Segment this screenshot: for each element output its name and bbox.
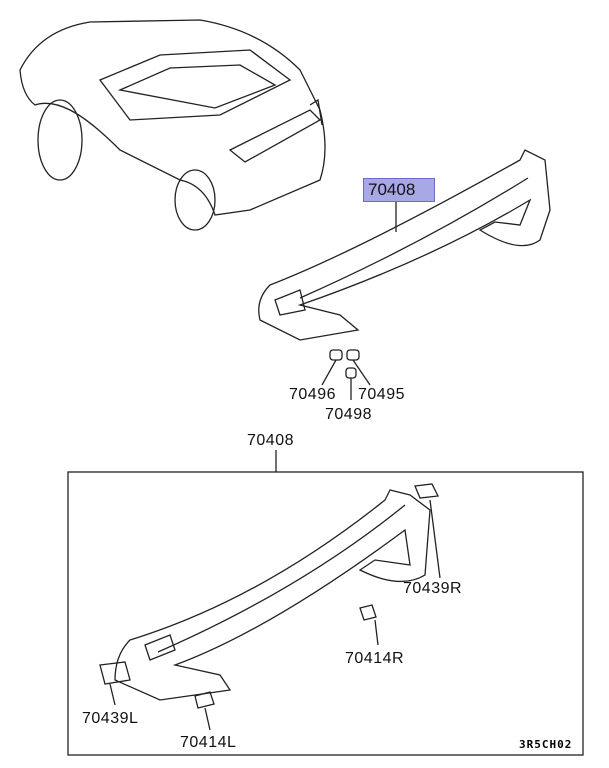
clips [321,349,371,400]
part-label-70439R[interactable]: 70439R [403,580,463,597]
part-label-70414L[interactable]: 70414L [180,734,237,751]
part-label-70495[interactable]: 70495 [358,386,405,403]
part-label-70408-assembly[interactable]: 70408 [247,432,294,449]
part-label-70498[interactable]: 70498 [325,406,372,423]
car-outline [19,19,326,231]
assembly-box [67,471,584,756]
part-label-70414R[interactable]: 70414R [345,650,405,667]
spoiler-top-drawing [258,149,551,341]
diagram-code: 3R5CH02 [519,738,573,751]
part-label-70439L[interactable]: 70439L [82,710,139,727]
part-label-70408-highlighted[interactable]: 70408 [363,178,435,202]
part-label-70496[interactable]: 70496 [289,386,336,403]
spoiler-assembly-drawing [99,483,441,731]
